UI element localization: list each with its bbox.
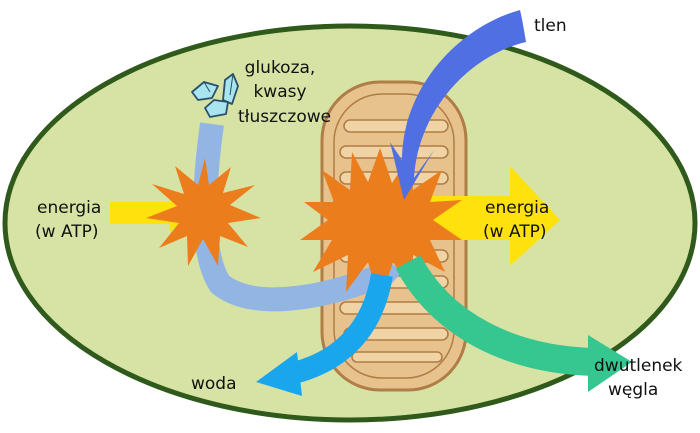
nutrients-label-line1: glukoza, (232, 58, 328, 78)
oxygen-label: tlen (534, 16, 567, 36)
nutrients-label-line3: tłuszczowe (238, 107, 331, 127)
energy-left-label-line1: energia (37, 198, 101, 218)
energy-right-label-line1: energia (485, 198, 549, 218)
nutrients-label-line2: kwasy (232, 82, 328, 102)
water-label: woda (191, 374, 237, 394)
co2-label-line1: dwutlenek (594, 356, 682, 376)
energy-left-label-line2: (w ATP) (35, 222, 99, 242)
co2-label-line2: węgla (608, 380, 658, 400)
energy-right-label-line2: (w ATP) (483, 222, 547, 242)
